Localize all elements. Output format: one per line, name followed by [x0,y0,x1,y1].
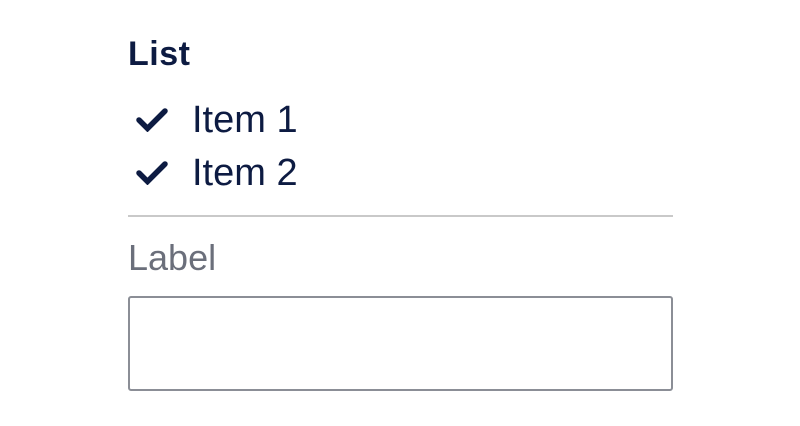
divider [128,215,673,217]
list-item-label: Item 2 [192,152,298,194]
list-item: Item 2 [136,153,298,193]
list-item: Item 1 [136,100,298,140]
input-label: Label [128,237,217,278]
checkmark-icon [136,161,168,185]
list-item-label: Item 1 [192,99,298,141]
checkmark-icon [136,108,168,132]
check-list: Item 1 Item 2 [136,100,298,206]
text-input[interactable] [128,296,673,391]
list-heading: List [128,35,191,73]
